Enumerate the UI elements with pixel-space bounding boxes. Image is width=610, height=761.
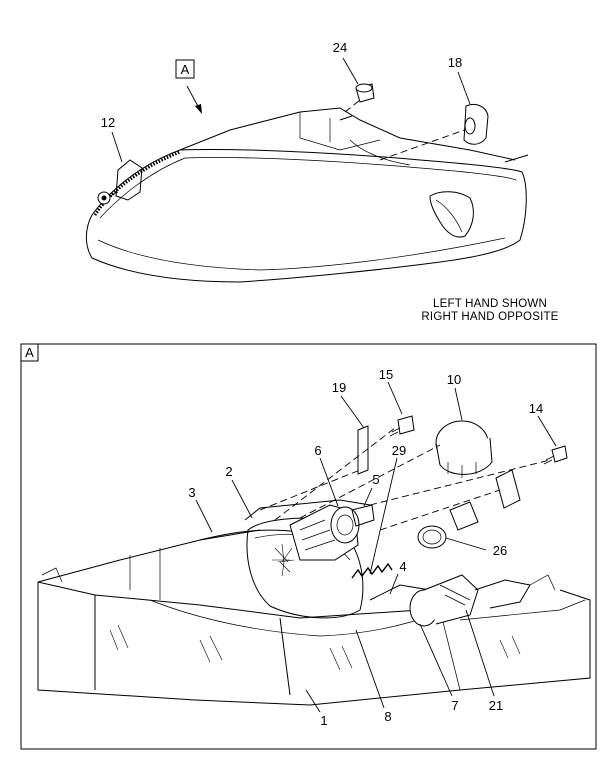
callout-24: 24 [333,40,347,55]
adjuster-bracket [97,159,143,205]
callout-4: 4 [399,559,406,574]
callout-12: 12 [101,115,115,130]
part-19-bracket [357,425,369,475]
bezel-3 [199,529,301,541]
detail-a-drawing: 19 15 10 14 6 2 3 5 29 4 26 1 8 7 21 [37,367,591,728]
leader-18 [457,71,471,105]
view-marker-label: A [181,62,190,77]
callout-8: 8 [384,709,391,724]
headlamp-assembly-overview: A [85,40,529,283]
leader-19 [340,395,365,429]
part-5-socket [351,504,375,527]
leader-6 [319,457,339,507]
part-6-bulb-harness [289,504,360,561]
gasket [449,501,479,531]
leader-4 [389,573,399,595]
leader-26 [445,537,487,551]
mounting-plate [495,469,521,509]
callout-19: 19 [332,380,346,395]
leader-5 [363,487,373,507]
callout-5: 5 [372,472,379,487]
callout-14: 14 [529,401,543,416]
callout-1: 1 [320,713,327,728]
note-line-1: LEFT HAND SHOWN [433,298,547,310]
leader-3 [195,499,213,533]
detail-marker-label: A [25,345,34,360]
part-10-cup [435,420,493,478]
bulb-socket-burst [272,543,295,577]
callout-10: 10 [447,372,461,387]
callout-7: 7 [451,698,458,713]
leader-24 [342,57,359,85]
corner-lamp-reflector [429,191,474,238]
part-18-cap [463,103,489,145]
lens-shading [109,624,521,671]
lens-rim-hatch [93,150,181,216]
leader-15 [387,381,403,415]
reflector-2 [244,499,371,521]
housing-body [37,582,591,706]
part-29-spring [351,562,393,579]
part-21-connector [474,579,531,609]
leader-8 [355,629,385,709]
leader-1 [305,689,321,713]
lens-outline [85,148,527,283]
view-arrow [186,85,202,114]
callout-6: 6 [314,443,321,458]
note-line-2: RIGHT HAND OPPOSITE [421,311,559,323]
leader-21 [465,609,495,697]
leader-10 [454,387,463,421]
part-14-screw [543,445,568,465]
detail-a-frame: A [20,343,597,750]
part-7-bulb [409,574,479,627]
leader-29 [369,457,398,575]
callout-15: 15 [379,367,393,382]
callout-2: 2 [225,464,232,479]
leader-12 [111,131,123,163]
leader-14 [537,415,557,447]
leader-7 [419,623,453,697]
callout-21: 21 [489,698,503,713]
leader-2 [231,479,253,519]
part-26-oring [417,525,447,549]
callout-18: 18 [448,55,462,70]
orientation-note: LEFT HAND SHOWN RIGHT HAND OPPOSITE [380,298,600,324]
detail-marker-box [20,343,39,362]
callout-3: 3 [188,485,195,500]
view-marker-box [175,59,195,79]
part-24-cap [355,83,375,103]
callout-29: 29 [392,443,406,458]
part-15-screw [389,415,415,437]
callout-26: 26 [493,543,507,558]
housing-top [179,107,516,161]
